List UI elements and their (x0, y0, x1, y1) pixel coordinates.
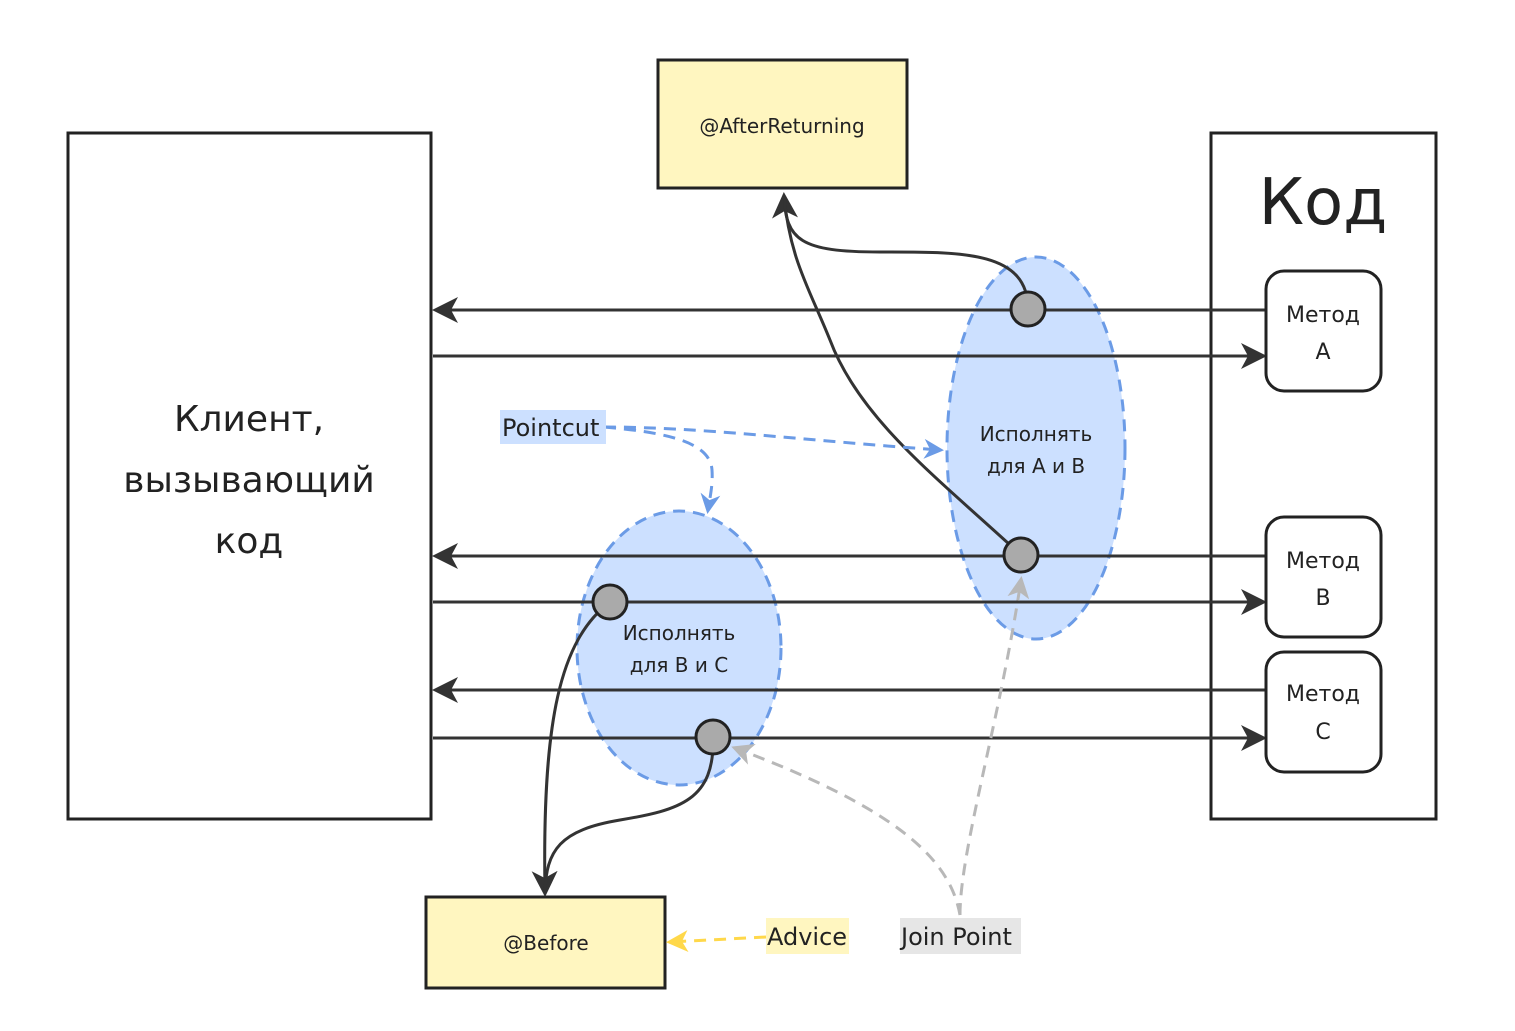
after-returning-advice-curve-a (772, 192, 1030, 310)
client-label-line-2: вызывающий (123, 460, 375, 501)
client-label-line-3: код (215, 521, 284, 562)
join-point-arrow-b (958, 576, 1030, 916)
method-a-box: Метод A (1264, 269, 1383, 393)
method-c-box: Метод C (1264, 650, 1383, 774)
join-point-return-a (1009, 290, 1047, 328)
pointcut-region-ab (945, 255, 1127, 641)
pointcut-bc-line-1: Исполнять (623, 621, 736, 645)
method-b-box: Метод B (1264, 515, 1383, 639)
join-point-call-c (694, 718, 732, 756)
after-returning-advice-curve-b (782, 195, 1023, 557)
advice-arrow (666, 930, 767, 953)
pointcut-tag-label: Pointcut (502, 414, 599, 442)
code-title: Код (1259, 166, 1388, 240)
client-label-line-1: Клиент, (174, 399, 324, 440)
before-advice-curve-c (543, 736, 715, 894)
after-returning-box: @AfterReturning (656, 58, 909, 190)
after-returning-label: @AfterReturning (699, 114, 864, 138)
join-point-tag: Join Point (899, 918, 1021, 954)
join-point-return-b (1002, 536, 1040, 574)
advice-tag: Advice (766, 918, 849, 954)
pointcut-bc-line-2: для B и C (630, 653, 728, 677)
method-a-line-1: Метод (1286, 303, 1360, 328)
pointcut-ab-line-1: Исполнять (980, 422, 1093, 446)
pointcut-arrow-ab (603, 425, 944, 459)
client-box: Клиент, вызывающий код (66, 131, 433, 821)
pointcut-arrow-bc (603, 425, 721, 514)
before-advice-curve-b (531, 600, 611, 897)
method-c-line-1: Метод (1286, 682, 1360, 707)
before-label: @Before (503, 931, 588, 955)
join-point-call-b (591, 583, 629, 621)
method-b-line-2: B (1315, 586, 1330, 611)
before-box: @Before (424, 895, 667, 990)
method-b-line-1: Метод (1286, 549, 1360, 574)
join-point-arrow-c (731, 744, 962, 916)
pointcut-tag: Pointcut (500, 410, 606, 444)
method-c-line-2: C (1315, 720, 1330, 745)
join-point-tag-label: Join Point (899, 923, 1012, 951)
advice-tag-label: Advice (767, 923, 847, 951)
method-a-line-2: A (1315, 340, 1330, 365)
pointcut-ab-line-2: для A и B (987, 454, 1085, 478)
pointcut-region-bc (575, 509, 783, 787)
